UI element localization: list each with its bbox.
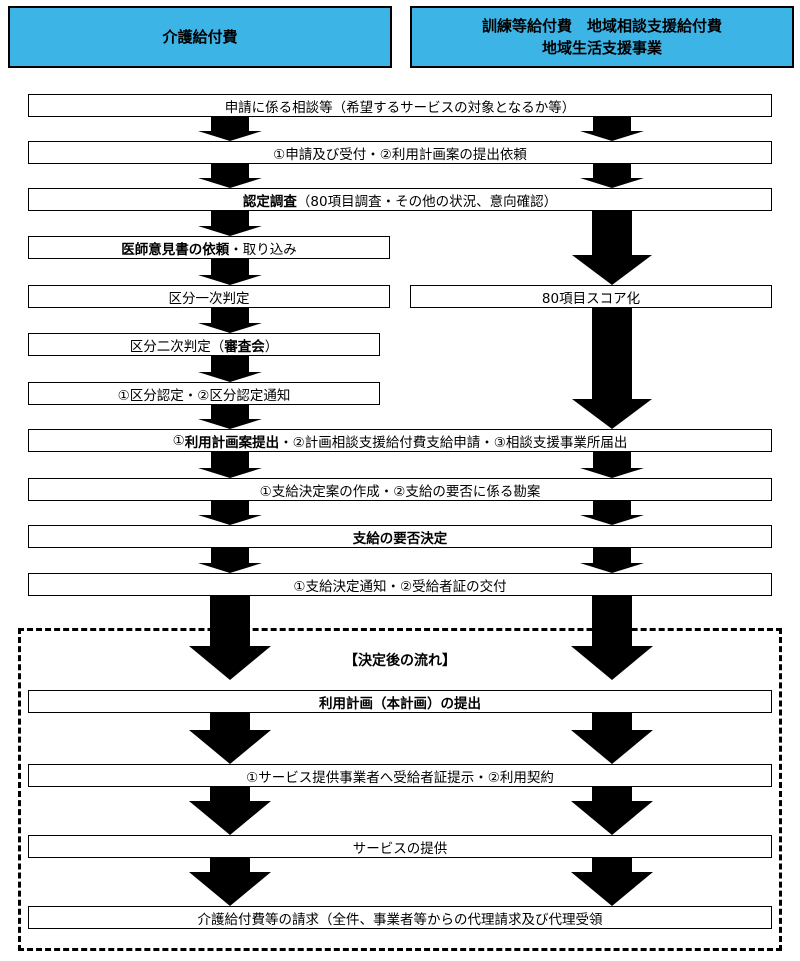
header-kunren-chiiki: 訓練等給付費 地域相談支援給付費 地域生活支援事業: [410, 6, 794, 68]
step-certification-survey-text: （80項目調査・その他の状況、意向確認）: [296, 193, 558, 210]
arrow-left-6: [198, 405, 262, 429]
step-doctor-opinion-text: ・取り込み: [229, 241, 297, 258]
step-score-80-items-text: 80項目スコア化: [541, 290, 641, 307]
arrow-after-left-3: [189, 858, 271, 906]
step-billing: 介護給付費等の請求（全件、事業者等からの代理請求及び代理受領: [28, 906, 772, 929]
header-left-label: 介護給付費: [162, 28, 238, 46]
arrow-right-3: [580, 501, 644, 525]
arrow-right-4: [580, 548, 644, 573]
arrow-left-5: [198, 356, 262, 382]
arrow-left-3: [198, 259, 262, 285]
step-application-text: ①申請及び受付・②利用計画案の提出依頼: [273, 146, 527, 163]
step-main-plan-text: 利用計画（本計画）の提出: [319, 695, 481, 712]
step-certification-survey: 認定調査（80項目調査・その他の状況、意向確認）: [28, 188, 772, 211]
arrow-left-8: [198, 501, 262, 525]
step-main-plan: 利用計画（本計画）の提出: [28, 690, 772, 713]
step-score-80-items: 80項目スコア化: [410, 285, 772, 308]
step-primary-assessment: 区分一次判定: [28, 285, 390, 308]
arrow-left-7: [198, 452, 262, 478]
step-consultation-text: 申請に係る相談等（希望するサービスの対象となるか等）: [224, 99, 576, 116]
header-kaigo-kyufuhi: 介護給付費: [8, 6, 392, 68]
step-service-contract-text: ①サービス提供事業者へ受給者証提示・②利用契約: [246, 769, 554, 786]
step-secondary-assessment: 区分二次判定（審査会）: [28, 333, 380, 356]
after-decision-frame: [18, 628, 782, 951]
arrow-after-right-0: [571, 596, 653, 680]
arrow-left-0: [198, 117, 262, 141]
header-right-line2: 地域生活支援事業: [541, 39, 662, 57]
step-notice-certificate: ①支給決定通知・②受給者証の交付: [28, 573, 772, 596]
step-plan-submission-text: ・②計画相談支援給付費支給申請・③相談支援事業所届出: [279, 434, 628, 451]
arrow-after-left-1: [189, 713, 271, 764]
arrow-right-1: [580, 164, 644, 188]
arrow-after-right-2: [571, 787, 653, 835]
arrow-right-big-1: [572, 211, 652, 285]
arrow-right-big-2: [572, 308, 652, 429]
step-secondary-bold: 審査会: [224, 338, 265, 355]
step-notice-certificate-text: ①支給決定通知・②受給者証の交付: [293, 578, 507, 595]
step-consultation: 申請に係る相談等（希望するサービスの対象となるか等）: [28, 94, 772, 117]
after-decision-title: 【決定後の流れ】: [344, 653, 456, 669]
step-plan-submission-bold: 利用計画案提出: [184, 434, 280, 451]
arrow-after-left-0: [189, 596, 271, 680]
step-service-provision: サービスの提供: [28, 835, 772, 858]
step-necessity-decision: 支給の要否決定: [28, 525, 772, 548]
step-classification-notice-text: ①区分認定・②区分認定通知: [117, 387, 291, 404]
arrow-after-left-2: [189, 787, 271, 835]
arrow-left-2: [198, 211, 262, 236]
arrow-right-2: [580, 452, 644, 478]
step-service-contract: ①サービス提供事業者へ受給者証提示・②利用契約: [28, 764, 772, 787]
step-plan-submission-num: ①: [172, 432, 185, 449]
step-decision-draft-text: ①支給決定案の作成・②支給の要否に係る勘案: [259, 483, 541, 500]
step-doctor-opinion: 医師意見書の依頼・取り込み: [28, 236, 390, 259]
arrow-left-1: [198, 164, 262, 188]
arrow-left-9: [198, 548, 262, 573]
step-classification-notice: ①区分認定・②区分認定通知: [28, 382, 380, 405]
arrow-right-0: [580, 117, 644, 141]
step-primary-assessment-text: 区分一次判定: [168, 290, 250, 307]
header-right-line1: 訓練等給付費 地域相談支援給付費: [481, 17, 722, 35]
step-doctor-opinion-bold: 医師意見書の依頼: [121, 241, 230, 258]
arrow-after-right-3: [571, 858, 653, 906]
step-necessity-decision-text: 支給の要否決定: [352, 530, 448, 547]
step-certification-survey-bold: 認定調査: [242, 193, 297, 210]
arrow-left-4: [198, 308, 262, 333]
arrow-after-right-1: [571, 713, 653, 764]
step-secondary-pre: 区分二次判定（: [129, 338, 225, 355]
step-decision-draft: ①支給決定案の作成・②支給の要否に係る勘案: [28, 478, 772, 501]
step-secondary-post: ）: [264, 338, 279, 355]
step-billing-text: 介護給付費等の請求（全件、事業者等からの代理請求及び代理受領: [197, 911, 603, 928]
step-service-provision-text: サービスの提供: [352, 840, 448, 857]
step-application: ①申請及び受付・②利用計画案の提出依頼: [28, 141, 772, 164]
